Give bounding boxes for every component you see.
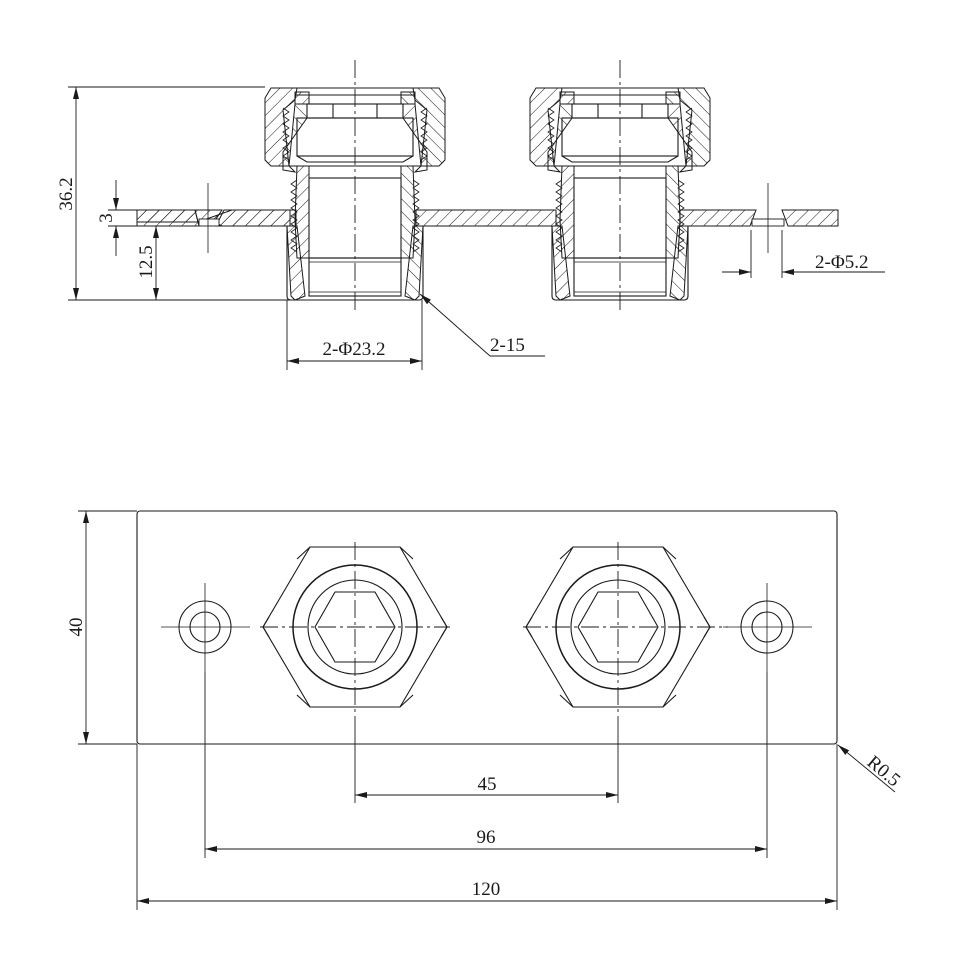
dim-96-label: 96 xyxy=(477,827,496,848)
fitting-right-section xyxy=(529,60,711,310)
dim-5-2-label: 2-Φ5.2 xyxy=(815,252,868,273)
mount-hole-right xyxy=(723,583,812,672)
dim-fitting-spacing: 45 xyxy=(355,774,618,798)
dim-below-plate: 12.5 xyxy=(136,226,159,300)
dim-plate-height: 40 xyxy=(66,510,137,745)
section-view: 36.2 3 12.5 2-Φ23.2 2-15 xyxy=(56,60,885,370)
dim-r0-5-label: R0.5 xyxy=(863,752,904,792)
leader-corner-radius: R0.5 xyxy=(837,744,904,793)
hex-nut-left xyxy=(260,542,450,717)
dim-23-2-label: 2-Φ23.2 xyxy=(323,339,386,360)
plate-outline xyxy=(136,510,838,745)
mount-hole-left xyxy=(161,583,250,672)
dim-40-label: 40 xyxy=(66,618,87,637)
hex-nut-right xyxy=(523,542,728,717)
dim-fitting-diameter: 2-Φ23.2 xyxy=(286,300,423,370)
dim-overall-height: 36.2 xyxy=(56,86,290,301)
dim-36-2-label: 36.2 xyxy=(56,177,77,210)
dim-120-label: 120 xyxy=(472,879,501,900)
dim-2-15-label: 2-15 xyxy=(490,335,525,356)
dim-plate-thickness: 3 xyxy=(96,180,137,256)
dim-12-5-label: 12.5 xyxy=(136,245,157,278)
dim-overall-width: 120 xyxy=(137,879,837,904)
dim-45-label: 45 xyxy=(478,774,497,795)
plate-section xyxy=(136,209,839,227)
fitting-left-section xyxy=(264,60,446,310)
dim-3-label: 3 xyxy=(96,213,117,223)
leader-chamfer: 2-15 xyxy=(419,293,545,357)
top-view: 40 45 96 120 R0.5 xyxy=(66,510,904,910)
dim-hole-spacing: 96 xyxy=(205,827,767,852)
dim-hole-diameter: 2-Φ5.2 xyxy=(722,230,885,278)
